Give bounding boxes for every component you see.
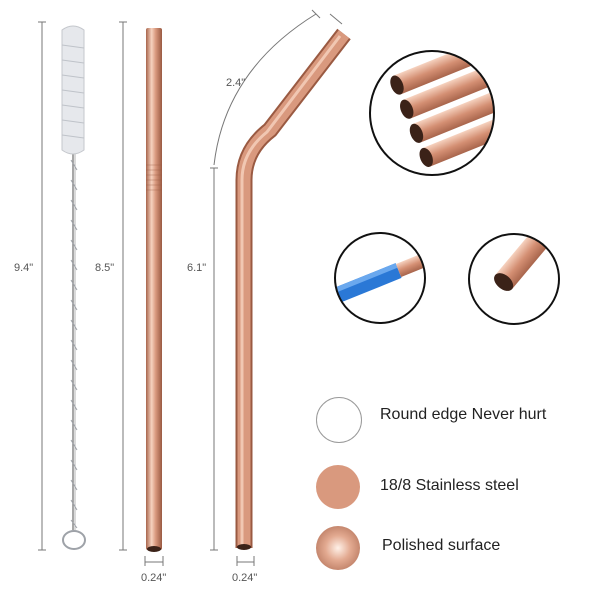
feature-polished-surface: Polished surface [382, 537, 501, 554]
feature-round-edge: Round edge Never hurt [380, 406, 547, 423]
dimension-lines [38, 9, 343, 566]
zoom-silicone-tip [334, 232, 426, 324]
bent-long-length-label: 6.1" [187, 262, 207, 274]
cleaning-brush [61, 25, 86, 550]
straight-straw [146, 28, 162, 552]
bent-diameter-label: 0.24" [232, 572, 258, 584]
zoom-straw-end [468, 233, 560, 325]
brush-length-label: 9.4" [14, 262, 34, 274]
zoom-straw-bundle [369, 50, 495, 176]
polished-circle-icon [316, 526, 360, 570]
straight-length-label: 8.5" [95, 262, 115, 274]
white-circle-icon [316, 397, 362, 443]
bent-short-length-label: 2.4" [226, 77, 246, 89]
bent-straw [235, 28, 351, 550]
straight-diameter-label: 0.24" [141, 572, 167, 584]
feature-stainless-steel: 18/8 Stainless steel [380, 477, 519, 494]
rose-gold-circle-icon [316, 465, 360, 509]
